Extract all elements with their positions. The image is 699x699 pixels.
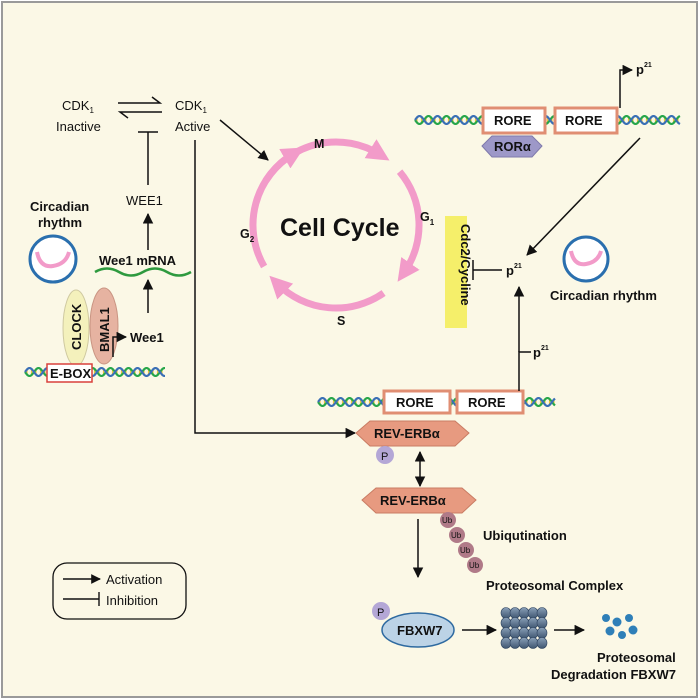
svg-text:RORE: RORE [396,395,434,410]
wee1-gene-label: Wee1 [130,330,164,345]
top-rore-to-p21-arrow [526,137,641,256]
phase-m-label: M [314,137,324,151]
svg-text:CLOCK: CLOCK [69,303,84,350]
legend-box: Activation Inhibition [52,562,187,620]
proteosomal-complex-label: Proteosomal Complex [486,578,624,593]
proteasome-icon [500,607,548,649]
ubiquitination-label: Ubiqutination [483,528,567,543]
svg-text:P: P [377,607,384,619]
svg-text:RORE: RORE [468,395,506,410]
cdk1-to-cellcycle-arrow [219,119,269,161]
fbxw7-protein: FBXW7 [381,612,455,648]
svg-text:CDK1: CDK1 [62,98,94,115]
phospho-group-top: P [376,446,394,464]
phase-g1-label: G1 [420,210,435,227]
cdk1-to-reverb-arrow [194,140,357,439]
svg-text:RORE: RORE [494,113,532,128]
ubiquitin-3: Ub [458,542,474,558]
svg-text:BMAL1: BMAL1 [97,307,112,352]
degradation-label: Proteosomal Degradation FBXW7 [551,650,676,682]
circadian-rhythm-left: Circadian rhythm [30,199,89,230]
svg-text:CDK1: CDK1 [175,98,207,115]
p21-top-label: p21 [636,62,652,77]
wee1-transcription-arrow [112,331,128,357]
bmal1-protein: BMAL1 [89,287,119,365]
svg-text:E-BOX: E-BOX [50,366,92,381]
p21-center-label: p21 [506,263,522,278]
p21-top-promoter-arrow [619,64,634,108]
rore-top-1: RORE [481,106,547,135]
ubiquitin-1: Ub [440,512,456,528]
cell-cycle-arc-4 [249,147,305,269]
svg-text:Inactive: Inactive [56,119,101,134]
legend-inhibition-label: Inhibition [106,593,158,608]
svg-text:RORα: RORα [494,139,531,154]
svg-text:FBXW7: FBXW7 [397,623,443,638]
clock-circle-right-icon [562,235,610,283]
svg-text:RORE: RORE [565,113,603,128]
ebox-element: E-BOX [46,363,93,383]
ubiquitin-2: Ub [449,527,465,543]
phospho-group-fbxw7: P [372,602,390,620]
ubiquitin-chain: Ub Ub Ub Ub [440,512,483,573]
svg-text:Circadian: Circadian [30,199,89,214]
wee1-mrna-label: Wee1 mRNA [99,253,177,268]
legend-inhibition-symbol [63,592,100,606]
svg-text:Active: Active [175,119,210,134]
rore-top-2: RORE [553,106,619,135]
ror-alpha-protein: RORα [481,135,543,158]
cdc2-cycline-box: Cdc2/Cycline [445,216,473,328]
cdk1-inactive-label: CDK1 Inactive [56,98,101,134]
cell-cycle-ring [249,138,423,312]
wee1-inhibits-cdk1 [138,131,158,185]
rore-bottom-1: RORE [382,389,452,415]
svg-text:Ub: Ub [460,546,471,555]
svg-text:REV-ERBα: REV-ERBα [380,493,446,508]
svg-text:REV-ERBα: REV-ERBα [374,426,440,441]
ubiquitin-4: Ub [467,557,483,573]
clock-protein: CLOCK [62,289,90,367]
svg-text:Ub: Ub [451,531,462,540]
degradation-fragments-icon [602,614,638,639]
legend-activation-label: Activation [106,572,162,587]
rev-erb-alpha-top: REV-ERBα [355,420,470,447]
clock-circle-left-icon [28,234,78,284]
rore-bottom-2: RORE [455,389,525,415]
svg-text:Degradation FBXW7: Degradation FBXW7 [551,667,676,682]
cdk1-active-label: CDK1 Active [175,98,210,134]
wee1-protein-label: WEE1 [126,193,163,208]
cdk1-equilibrium-arrows [117,96,163,119]
svg-text:Ub: Ub [469,561,480,570]
p21-inhibits-cdc2 [472,260,502,280]
mrna-strand [94,267,192,277]
svg-text:Proteosomal: Proteosomal [597,650,676,665]
phase-s-label: S [337,314,345,328]
svg-text:Cdc2/Cycline: Cdc2/Cycline [458,224,473,306]
circadian-rhythm-right: Circadian rhythm [550,288,657,303]
p21-bottom-label: p21 [533,345,549,360]
phase-g2-label: G2 [240,227,255,244]
svg-text:P: P [381,451,388,463]
svg-text:rhythm: rhythm [38,215,82,230]
svg-text:Ub: Ub [442,516,453,525]
cell-cycle-title: Cell Cycle [280,214,400,242]
rev-erb-alpha-bottom: REV-ERBα [361,487,477,514]
cell-cycle-arc-3 [269,275,386,312]
cell-cycle-arc-2 [396,169,423,282]
